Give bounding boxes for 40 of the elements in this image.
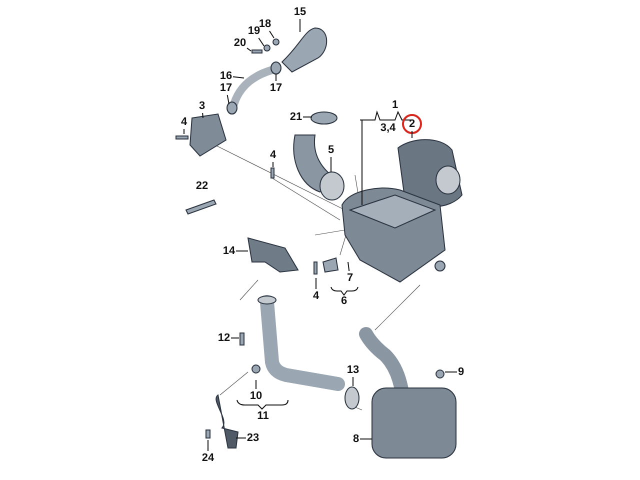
leader-line xyxy=(246,48,252,52)
callout-number: 18 xyxy=(258,18,272,30)
callout-number: 17 xyxy=(220,82,232,94)
leader-line xyxy=(330,156,332,172)
callout-number: 8 xyxy=(352,433,360,445)
leader-line xyxy=(272,162,274,168)
leader-line xyxy=(352,376,354,386)
callout-number: 5 xyxy=(328,144,334,156)
callout-number: 4 xyxy=(270,149,276,161)
leader-line xyxy=(236,250,248,252)
leader-line xyxy=(269,30,274,38)
callout-number: 3,4 xyxy=(380,122,396,134)
callout-number: 1 xyxy=(392,99,398,111)
callout-number: 4 xyxy=(180,116,188,128)
leader-line xyxy=(348,262,350,272)
callout-number: 3 xyxy=(198,100,206,112)
callout-number: 9 xyxy=(458,366,464,378)
callout-number: 16 xyxy=(220,70,232,82)
leader-line xyxy=(226,94,230,104)
callout-number: 21 xyxy=(290,111,302,123)
callout-number: 14 xyxy=(222,245,236,257)
callout-number: 12 xyxy=(218,332,230,344)
callout-number: 6 xyxy=(340,295,348,307)
callout-number: 17 xyxy=(270,82,282,94)
callout-number: 15 xyxy=(294,6,306,18)
leader-line xyxy=(232,76,244,78)
callout-number: 20 xyxy=(234,37,246,49)
callout-number: 4 xyxy=(312,290,320,302)
leader-line xyxy=(302,116,312,118)
leader-line xyxy=(258,38,264,46)
callout-number: 7 xyxy=(346,272,354,284)
callout-number: 24 xyxy=(202,452,214,464)
leader-line xyxy=(202,112,204,118)
callout-number: 22 xyxy=(196,180,208,192)
callout-number: 13 xyxy=(346,364,360,376)
callout-number: 23 xyxy=(246,432,260,444)
callout-number: 11 xyxy=(257,410,269,422)
leader-line xyxy=(360,438,372,440)
callout-number: 19 xyxy=(248,25,260,37)
callout-number: 10 xyxy=(250,390,262,402)
